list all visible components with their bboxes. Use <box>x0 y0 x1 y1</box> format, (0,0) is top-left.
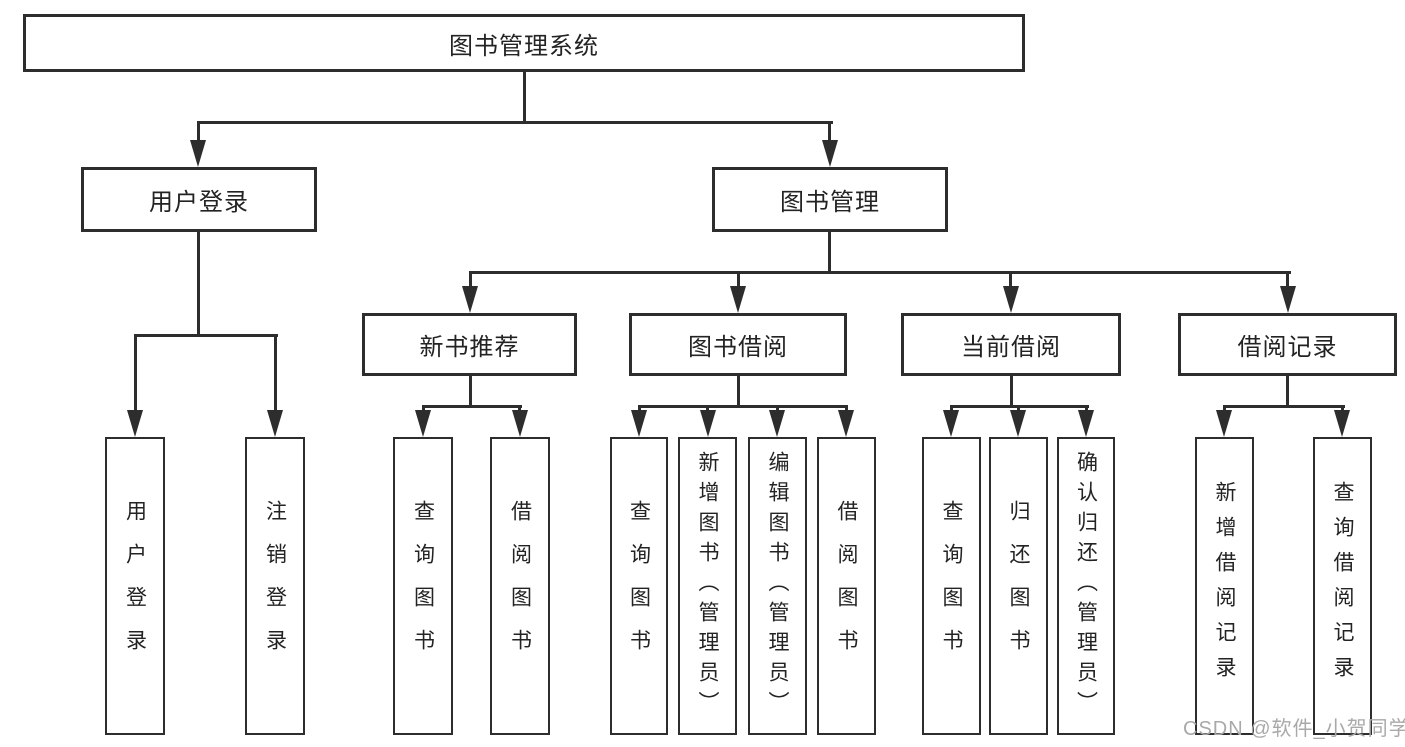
connector-line <box>1286 376 1289 408</box>
node-root: 图书管理系统 <box>23 14 1025 72</box>
leaf-borrow-borrow-books-label: 借阅图书 <box>835 500 858 672</box>
arrowhead-down-icon <box>838 410 854 437</box>
leaf-record-add-borrow-record-label: 新增借阅记录 <box>1213 481 1236 691</box>
node-user-login: 用户登录 <box>81 167 317 232</box>
arrowhead-down-icon <box>769 410 785 437</box>
arrowhead-down-icon <box>127 410 143 437</box>
connector-line <box>134 334 278 337</box>
leaf-borrow-borrow-books: 借阅图书 <box>817 437 876 735</box>
arrowhead-down-icon <box>730 286 746 313</box>
arrowhead-down-icon <box>1280 286 1296 313</box>
node-new-book-rec: 新书推荐 <box>362 313 577 376</box>
arrowhead-down-icon <box>512 410 528 437</box>
leaf-current-confirm-return-admin-label: 确认归还（管理员） <box>1074 451 1098 721</box>
connector-line <box>828 121 831 143</box>
leaf-borrow-edit-books-admin: 编辑图书（管理员） <box>748 437 807 735</box>
arrowhead-down-icon <box>1334 410 1350 437</box>
node-book-borrow: 图书借阅 <box>629 313 847 376</box>
leaf-newbook-query-books-label: 查询图书 <box>411 500 435 672</box>
connector-line <box>638 405 848 408</box>
connector-line <box>197 232 200 337</box>
leaf-record-query-borrow-record: 查询借阅记录 <box>1313 437 1372 735</box>
arrowhead-down-icon <box>1003 286 1019 313</box>
arrowhead-down-icon <box>700 410 716 437</box>
leaf-current-return-books-label: 归还图书 <box>1007 500 1030 672</box>
node-borrow-record-label: 借阅记录 <box>1237 334 1338 361</box>
arrowhead-down-icon <box>1216 410 1232 437</box>
connector-line <box>1009 271 1012 289</box>
connector-line <box>134 334 137 414</box>
node-current-borrow-label: 当前借阅 <box>961 334 1061 361</box>
connector-line <box>422 405 522 408</box>
leaf-user-login: 用户登录 <box>105 437 165 735</box>
arrowhead-down-icon <box>1010 410 1026 437</box>
leaf-logout: 注销登录 <box>245 437 305 735</box>
connector-line <box>737 376 740 408</box>
connector-line <box>469 271 472 289</box>
connector-line <box>1223 405 1345 408</box>
leaf-newbook-query-books: 查询图书 <box>393 437 453 735</box>
leaf-borrow-add-books-admin-label: 新增图书（管理员） <box>696 451 719 721</box>
arrowhead-down-icon <box>943 410 959 437</box>
leaf-record-query-borrow-record-label: 查询借阅记录 <box>1331 481 1354 691</box>
arrowhead-down-icon <box>415 410 431 437</box>
connector-line <box>828 232 831 274</box>
arrowhead-down-icon <box>190 140 206 167</box>
leaf-current-confirm-return-admin: 确认归还（管理员） <box>1057 437 1115 735</box>
arrowhead-down-icon <box>1078 410 1094 437</box>
leaf-borrow-edit-books-admin-label: 编辑图书（管理员） <box>766 451 789 721</box>
leaf-borrow-query-books: 查询图书 <box>610 437 668 735</box>
connector-line <box>523 72 526 124</box>
connector-line <box>274 334 277 414</box>
connector-line <box>197 121 833 124</box>
arrowhead-down-icon <box>822 140 838 167</box>
leaf-user-login-label: 用户登录 <box>123 500 147 672</box>
csdn-watermark: CSDN @软件_小贺同学 <box>1183 718 1405 740</box>
node-book-mgmt: 图书管理 <box>712 167 948 232</box>
node-borrow-record: 借阅记录 <box>1178 313 1397 376</box>
leaf-current-query-books-label: 查询图书 <box>940 500 963 672</box>
connector-line <box>469 271 1291 274</box>
arrowhead-down-icon <box>631 410 647 437</box>
leaf-current-query-books: 查询图书 <box>922 437 981 735</box>
node-user-login-label: 用户登录 <box>149 189 249 216</box>
node-new-book-rec-label: 新书推荐 <box>419 334 520 361</box>
leaf-newbook-borrow-books: 借阅图书 <box>490 437 550 735</box>
leaf-current-return-books: 归还图书 <box>989 437 1048 735</box>
arrowhead-down-icon <box>267 410 283 437</box>
connector-line <box>737 271 740 289</box>
node-book-mgmt-label: 图书管理 <box>780 189 880 216</box>
arrowhead-down-icon <box>462 286 478 313</box>
leaf-record-add-borrow-record: 新增借阅记录 <box>1195 437 1254 735</box>
leaf-borrow-add-books-admin: 新增图书（管理员） <box>678 437 737 735</box>
connector-line <box>1010 376 1013 408</box>
connector-line <box>469 376 472 408</box>
node-current-borrow: 当前借阅 <box>901 313 1121 376</box>
leaf-borrow-query-books-label: 查询图书 <box>627 500 651 672</box>
leaf-logout-label: 注销登录 <box>263 500 287 672</box>
connector-line <box>197 121 200 143</box>
node-root-label: 图书管理系统 <box>449 32 599 60</box>
leaf-newbook-borrow-books-label: 借阅图书 <box>508 500 532 672</box>
node-book-borrow-label: 图书借阅 <box>688 334 788 361</box>
connector-line <box>1286 271 1289 289</box>
